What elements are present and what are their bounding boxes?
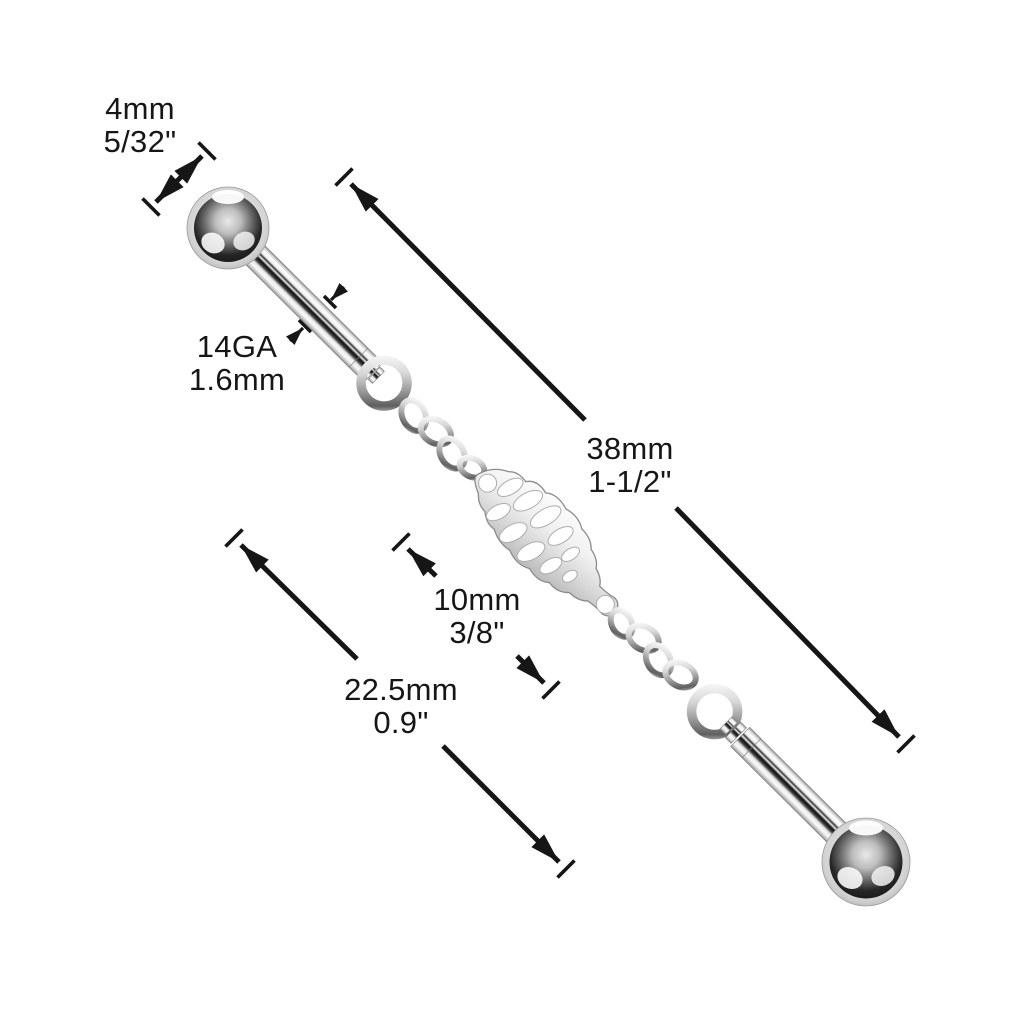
ball-diameter-metric: 4mm <box>105 91 175 126</box>
ball-diameter-arrow <box>154 154 204 204</box>
ball-diameter-imperial: 5/32" <box>103 124 177 159</box>
bottom-chain <box>607 607 699 691</box>
tick <box>334 167 354 187</box>
label-gauge: 14GA 1.6mm <box>189 330 285 396</box>
dim-ball-diameter <box>141 141 217 217</box>
overall-length-metric: 38mm <box>586 431 674 466</box>
tick <box>541 680 561 700</box>
ball-highlight <box>201 232 225 254</box>
bar-length-arrow-top <box>239 543 359 661</box>
overall-length-arrow-top <box>349 182 587 422</box>
label-charm-length: 10mm 3/8" <box>433 583 520 649</box>
charm-length-arrow-top <box>406 547 438 578</box>
overall-length-arrow-bottom <box>674 506 901 739</box>
tick <box>391 532 411 552</box>
bottom-ball <box>821 817 911 907</box>
gauge-size: 14GA <box>196 329 278 364</box>
bar-length-imperial: 0.9" <box>373 705 429 740</box>
top-connector-ring <box>356 355 412 411</box>
top-ball <box>186 186 270 270</box>
label-bar-length: 22.5mm 0.9" <box>344 673 458 739</box>
tick <box>224 528 244 548</box>
tick <box>197 141 217 161</box>
ball-highlight <box>837 867 863 889</box>
tick <box>556 859 576 879</box>
gauge-arrow-lower <box>286 326 305 345</box>
charm-length-metric: 10mm <box>433 582 521 617</box>
charm-length-imperial: 3/8" <box>449 615 505 650</box>
charm-length-arrow-bottom <box>515 654 546 685</box>
barbell-assembly <box>243 243 854 850</box>
ball-highlight <box>849 820 883 836</box>
dim-gauge <box>286 283 348 345</box>
label-overall-length: 38mm 1-1/2" <box>586 432 673 498</box>
ball-highlight <box>212 190 244 204</box>
dim-charm-length <box>391 532 561 700</box>
overall-length-imperial: 1-1/2" <box>588 464 672 499</box>
dim-bar-length <box>224 528 576 879</box>
gauge-arrow-upper <box>329 283 348 302</box>
ball-highlight <box>233 231 255 251</box>
leaf-cutouts <box>478 473 615 614</box>
tick <box>297 318 313 334</box>
tick <box>322 294 338 310</box>
tick <box>896 734 916 754</box>
tick <box>141 197 161 217</box>
label-ball-diameter: 4mm 5/32" <box>104 92 177 158</box>
top-chain <box>398 397 488 481</box>
leaf-charm <box>474 468 619 617</box>
bottom-bar <box>719 716 854 850</box>
ball-highlight <box>871 866 895 886</box>
dim-overall-length <box>334 167 916 754</box>
gauge-mm: 1.6mm <box>188 362 286 397</box>
bar-length-metric: 22.5mm <box>344 672 458 707</box>
bar-length-arrow-bottom <box>441 744 561 864</box>
